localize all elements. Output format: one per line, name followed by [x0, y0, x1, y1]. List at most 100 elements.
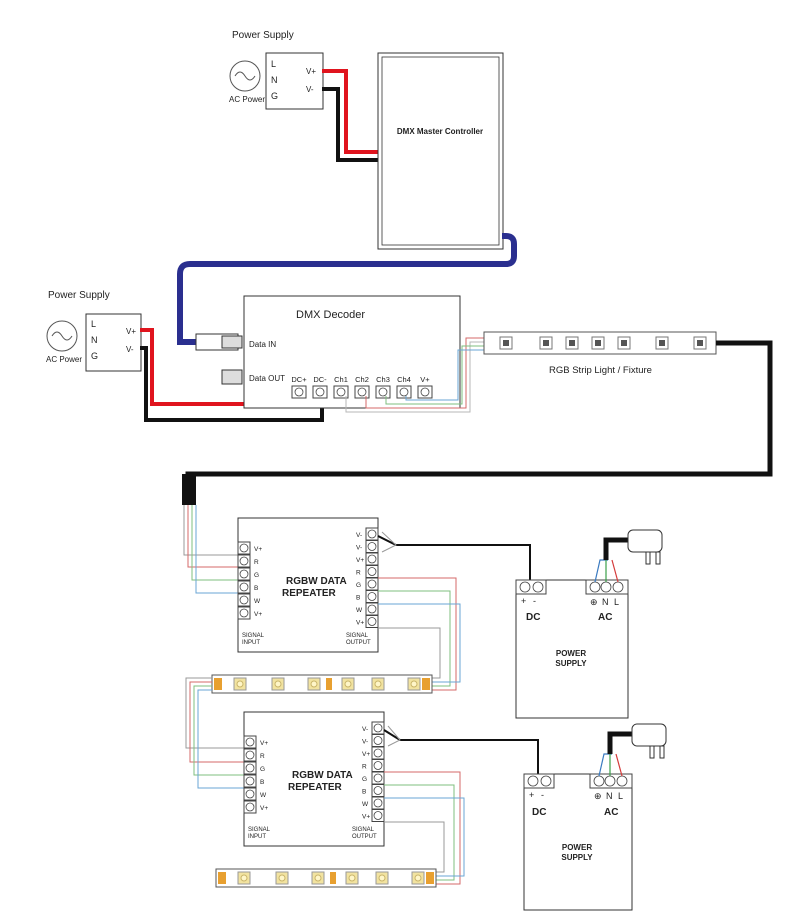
- right-pin-label: R: [356, 570, 361, 577]
- psu2-l: L: [618, 791, 623, 801]
- screw-icon: [367, 592, 377, 601]
- screw-icon: [239, 608, 249, 618]
- repeater-title-line2: REPEATER: [288, 782, 342, 793]
- mid-psu-title: Power Supply: [48, 290, 110, 301]
- strip-end-pads: [422, 678, 430, 690]
- led-die: [348, 874, 356, 882]
- decoder-terminal-label: Ch1: [334, 375, 348, 384]
- right-pin-label: B: [356, 595, 360, 602]
- right-pin-label: V-: [362, 739, 368, 746]
- led-die: [274, 680, 282, 688]
- screw-icon: [245, 789, 255, 799]
- decoder-channel-wires: [345, 337, 486, 413]
- right-pin-label: V-: [362, 726, 368, 733]
- signal-output-label: OUTPUT: [352, 834, 377, 840]
- led-die: [278, 874, 286, 882]
- decoder-data-in: Data IN: [249, 340, 276, 349]
- led-die: [344, 680, 352, 688]
- screw-icon: [367, 617, 377, 626]
- led-die: [374, 680, 382, 688]
- left-pin-label: G: [260, 766, 265, 773]
- decoder-terminal-label: Ch4: [397, 375, 411, 384]
- left-pin-label: R: [260, 753, 265, 760]
- top-psu-g-label: G: [271, 91, 278, 101]
- top-psu-l-label: L: [271, 59, 276, 69]
- screw-icon: [373, 723, 383, 733]
- decoder-terminal-label: DC+: [291, 375, 307, 384]
- rep1-split: [381, 531, 397, 553]
- repeater1-output-wires: [378, 577, 461, 691]
- right-pin-label: V+: [356, 620, 364, 627]
- psu2-minus: -: [541, 790, 544, 800]
- master-title: DMX Master Controller: [397, 127, 483, 136]
- strip-end-pads: [218, 872, 226, 884]
- decoder-terminal-label: V+: [420, 375, 430, 384]
- left-pin-label: B: [260, 779, 264, 786]
- psu1-l: L: [614, 597, 619, 607]
- screw-icon: [367, 604, 377, 614]
- left-pin-label: W: [260, 792, 267, 799]
- repeater2-output-wires: [384, 771, 465, 885]
- rep2-split: [387, 725, 401, 747]
- top-psu-vplus-label: V+: [306, 67, 316, 76]
- right-pin-label: V+: [362, 814, 370, 821]
- mid-psu-n-label: N: [91, 335, 98, 345]
- strip-cut-pads: [326, 678, 332, 690]
- rep2-dc-wire: [383, 729, 539, 778]
- led-die: [314, 874, 322, 882]
- left-pin-label: R: [254, 559, 259, 566]
- right-pin-label: B: [362, 789, 366, 796]
- mid-power-supply: Power Supply AC Power L N G V+ V-: [46, 290, 142, 372]
- rj45-in-port: [221, 335, 243, 349]
- signal-output-label: SIGNAL: [346, 633, 369, 639]
- decoder-terminal-label: Ch2: [355, 375, 369, 384]
- rgb-strip-light: RGB Strip Light / Fixture: [483, 331, 717, 376]
- psu1-title1: POWER: [556, 649, 586, 658]
- screw-icon: [239, 569, 249, 579]
- dmx-master-controller: DMX Master Controller: [377, 52, 504, 250]
- screw-icon: [367, 579, 377, 589]
- right-pin-label: V-: [356, 532, 362, 539]
- screw-icon: [373, 811, 383, 820]
- screw-icon: [239, 595, 249, 605]
- screw-icon: [373, 786, 383, 795]
- right-pin-label: W: [356, 607, 363, 614]
- power-supply-box-2: + - ⊕ N L DC AC POWER SUPPLY: [523, 773, 633, 911]
- strip-end-pads: [426, 872, 434, 884]
- repeater1-input-wires: [183, 505, 240, 594]
- top-psu-ac-label: AC Power: [229, 95, 265, 104]
- screw-icon: [367, 567, 377, 576]
- screw-icon: [245, 737, 255, 747]
- left-pin-label: V+: [260, 740, 268, 747]
- screw-icon: [239, 543, 249, 553]
- mid-psu-box: [85, 313, 142, 372]
- right-pin-label: V-: [356, 545, 362, 552]
- screw-icon: [245, 776, 255, 786]
- psu1-ac: AC: [598, 612, 612, 623]
- right-pin-label: G: [356, 582, 361, 589]
- screw-icon: [357, 387, 367, 397]
- right-pin-label: R: [362, 764, 367, 771]
- left-pin-label: V+: [260, 805, 268, 812]
- psu1-minus: -: [533, 596, 536, 606]
- cable-connector: [182, 474, 196, 505]
- screw-icon: [420, 387, 430, 397]
- repeater-title-line1: RGBW DATA: [286, 576, 347, 587]
- left-pin-label: V+: [254, 611, 262, 618]
- signal-input-label: SIGNAL: [248, 827, 271, 833]
- left-pin-label: B: [254, 585, 258, 592]
- signal-input-label: INPUT: [248, 834, 266, 840]
- repeater-title-line2: REPEATER: [282, 588, 336, 599]
- psu1-ground: ⊕: [590, 597, 598, 607]
- dmx-cable: [177, 233, 517, 345]
- left-pin-label: G: [254, 572, 259, 579]
- power-supply-box-1: + - ⊕ N L DC AC POWER SUPPLY: [515, 579, 629, 719]
- right-pin-label: V+: [362, 751, 370, 758]
- decoder-terminal-label: Ch3: [376, 375, 390, 384]
- psu1-title2: SUPPLY: [555, 659, 587, 668]
- rj45-out-port: [221, 369, 243, 385]
